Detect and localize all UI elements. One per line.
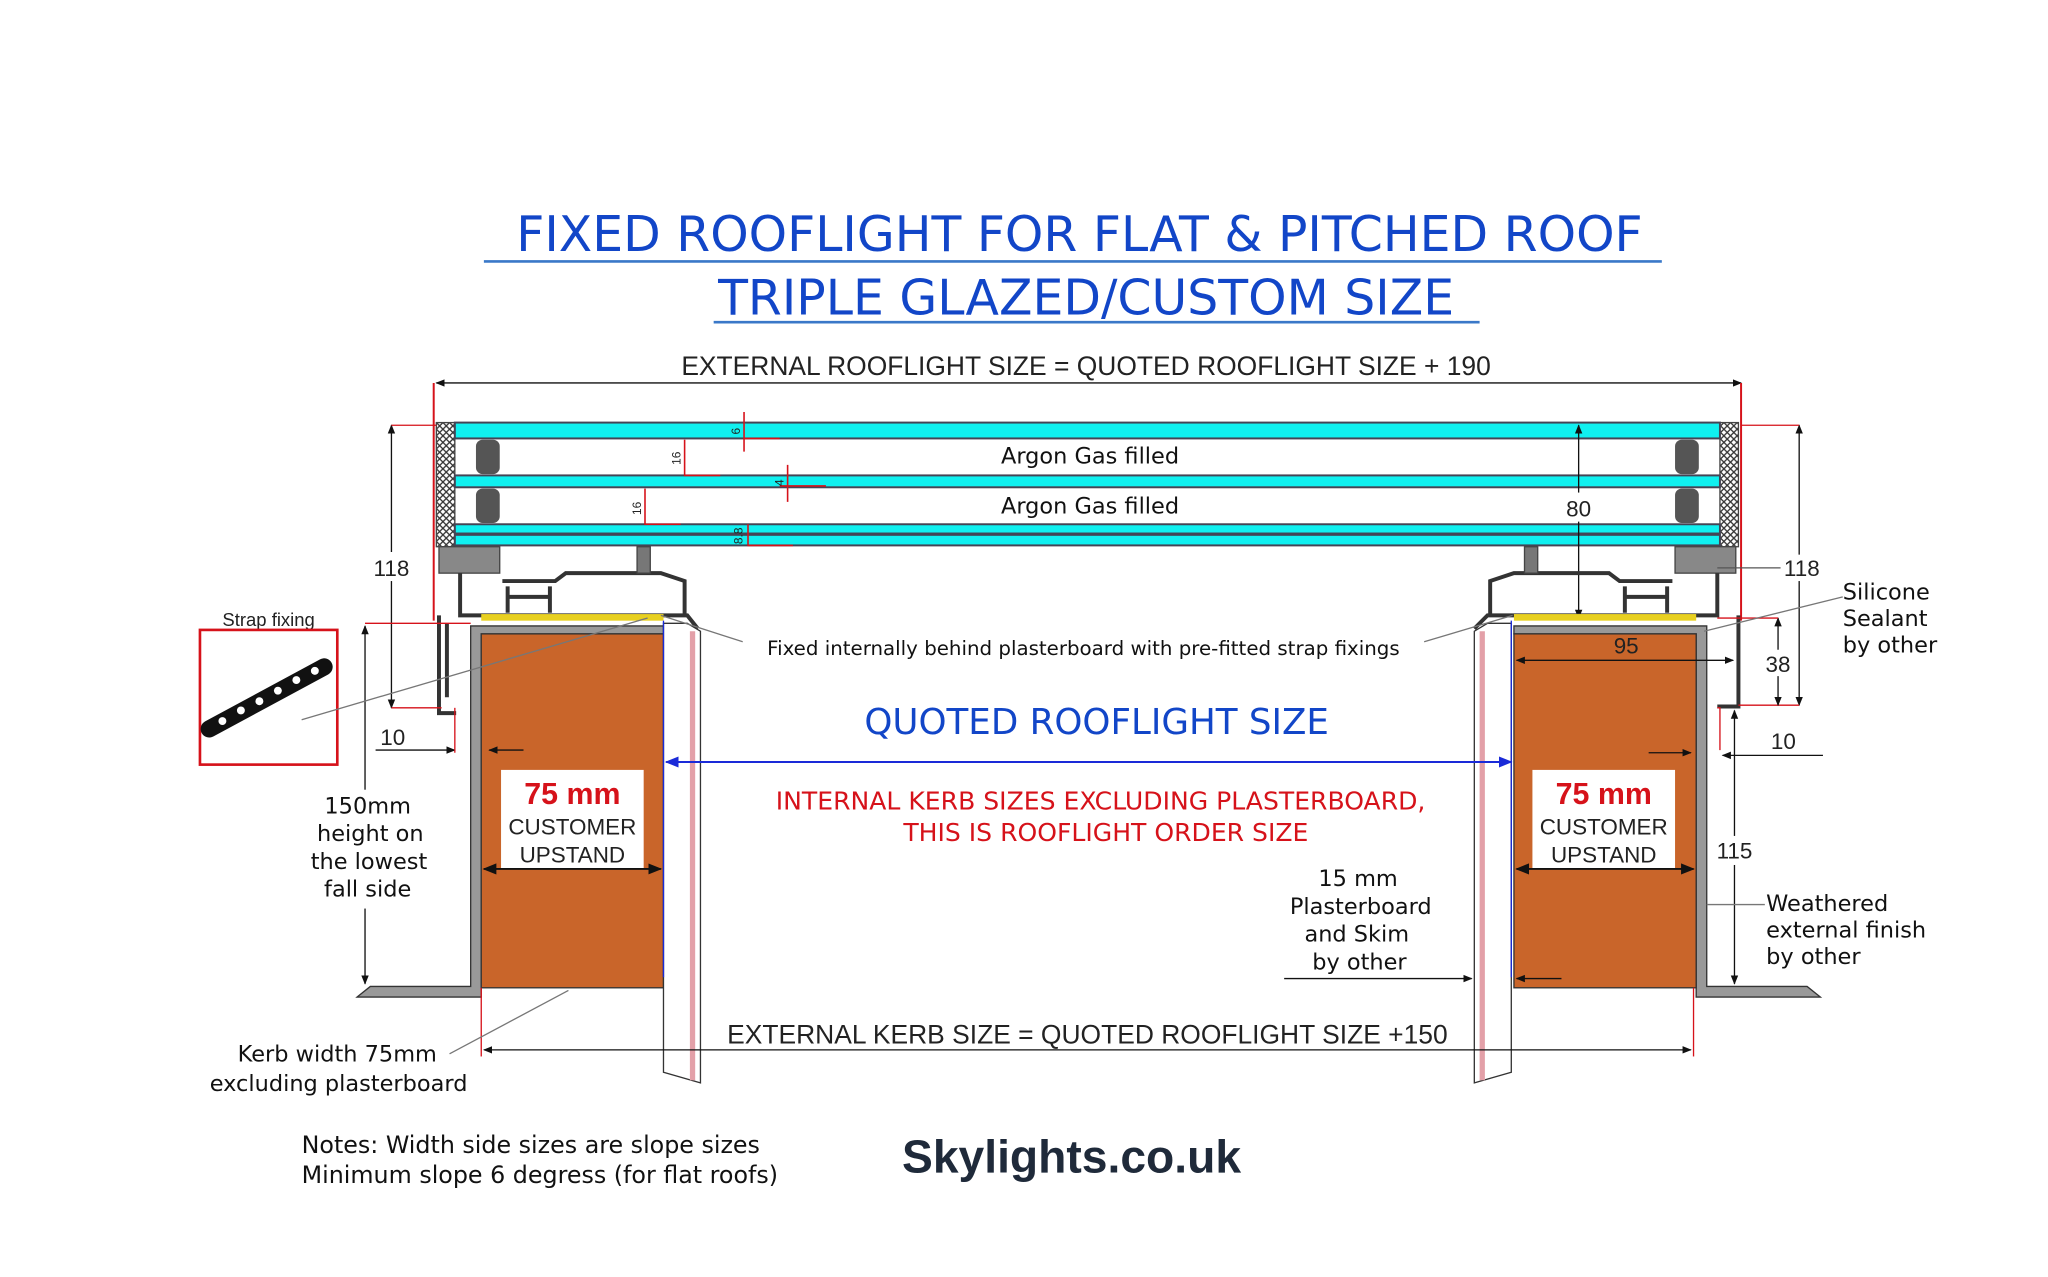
upstand-label-right: 75 mm CUSTOMER UPSTAND	[1515, 769, 1695, 875]
plasterboard-note: 15 mm Plasterboard and Skim by other	[1290, 866, 1432, 975]
svg-text:Weathered: Weathered	[1766, 891, 1888, 917]
quoted-size-label: QUOTED ROOFLIGHT SIZE	[864, 702, 1329, 743]
glass-pane-inner	[453, 523, 1721, 535]
upstand-size: 75 mm	[524, 778, 620, 811]
title-line2: TRIPLE GLAZED/CUSTOM SIZE	[717, 269, 1454, 326]
argon-gas-label: Argon Gas filled	[1001, 444, 1179, 470]
argon-gas-label: Argon Gas filled	[1001, 494, 1179, 520]
weathered-note: Weathered external finish by other	[1766, 891, 1926, 970]
internal-kerb-note-1: INTERNAL KERB SIZES EXCLUDING PLASTERBOA…	[776, 787, 1426, 816]
fixed-internally-note: Fixed internally behind plasterboard wit…	[767, 637, 1400, 660]
height-note: 150mm height on the lowest fall side	[311, 793, 428, 902]
notes-line1: Notes: Width side sizes are slope sizes	[302, 1131, 760, 1159]
silicone-sealant-left	[481, 614, 664, 621]
silicone-sealant-right	[1513, 614, 1697, 621]
notes-line2: Minimum slope 6 degress (for flat roofs)	[302, 1161, 778, 1189]
pane-6-dim: 6	[729, 427, 743, 434]
svg-text:and Skim: and Skim	[1304, 922, 1409, 948]
dim-80: 80	[1566, 496, 1591, 521]
internal-kerb-note-2: THIS IS ROOFLIGHT ORDER SIZE	[902, 818, 1308, 847]
svg-text:Plasterboard: Plasterboard	[1290, 894, 1432, 920]
dim-10-left: 10	[380, 725, 405, 750]
upstand-label-left: 75 mm CUSTOMER UPSTAND	[482, 769, 663, 875]
triple-glazed-unit: Argon Gas filled Argon Gas filled 6 16 4…	[435, 412, 1740, 619]
svg-text:fall side: fall side	[324, 877, 411, 903]
spacer	[1675, 488, 1699, 523]
dim-118-left: 118	[374, 556, 410, 581]
title-line1: FIXED ROOFLIGHT FOR FLAT & PITCHED ROOF	[516, 206, 1642, 263]
dim-38: 38	[1766, 652, 1791, 677]
glass-pane-outer	[453, 421, 1721, 440]
svg-text:by other: by other	[1312, 949, 1407, 975]
pane-8-8-dim: 8.8	[732, 527, 746, 544]
dim-115: 115	[1717, 838, 1753, 863]
spacer	[1675, 439, 1699, 475]
svg-text:150mm: 150mm	[324, 793, 411, 819]
upstand-line2: UPSTAND	[520, 842, 626, 867]
svg-text:by other: by other	[1766, 944, 1861, 970]
spacer	[475, 439, 500, 475]
spacer	[475, 488, 500, 523]
kerb-width-note-2: excluding plasterboard	[210, 1071, 468, 1097]
svg-text:15 mm: 15 mm	[1318, 866, 1397, 892]
svg-text:Silicone: Silicone	[1843, 580, 1930, 606]
svg-text:the lowest: the lowest	[311, 849, 428, 875]
strap-fixing-label: Strap fixing	[222, 609, 314, 630]
strap-fixing-icon	[200, 658, 333, 738]
brand-logo: Skylights.co.uk	[902, 1131, 1241, 1183]
gap-16-dim: 16	[670, 451, 684, 465]
svg-text:Sealant: Sealant	[1843, 606, 1928, 632]
dim-10-right: 10	[1771, 729, 1796, 754]
upstand-line2: UPSTAND	[1551, 842, 1657, 867]
pane-4-dim: 4	[773, 479, 787, 486]
dim-95: 95	[1614, 634, 1639, 659]
svg-text:external finish: external finish	[1766, 918, 1926, 944]
dim-118-right: 118	[1784, 556, 1820, 581]
strap-fixing-box	[198, 628, 339, 766]
external-kerb-label: EXTERNAL KERB SIZE = QUOTED ROOFLIGHT SI…	[727, 1019, 1448, 1049]
upstand-line1: CUSTOMER	[1540, 815, 1668, 840]
external-rooflight-label: EXTERNAL ROOFLIGHT SIZE = QUOTED ROOFLIG…	[681, 351, 1491, 381]
silicone-note: Silicone Sealant by other	[1843, 580, 1938, 659]
kerb-width-note-1: Kerb width 75mm	[238, 1042, 437, 1068]
svg-text:height on: height on	[317, 821, 424, 847]
frame-profile-right	[1472, 546, 1741, 709]
svg-text:by other: by other	[1843, 632, 1938, 658]
upstand-size: 75 mm	[1556, 778, 1652, 811]
glass-pane-inner-laminate	[453, 533, 1721, 547]
gap-16-dim: 16	[630, 501, 644, 515]
glass-pane-middle	[453, 474, 1721, 489]
upstand-line1: CUSTOMER	[508, 815, 636, 840]
